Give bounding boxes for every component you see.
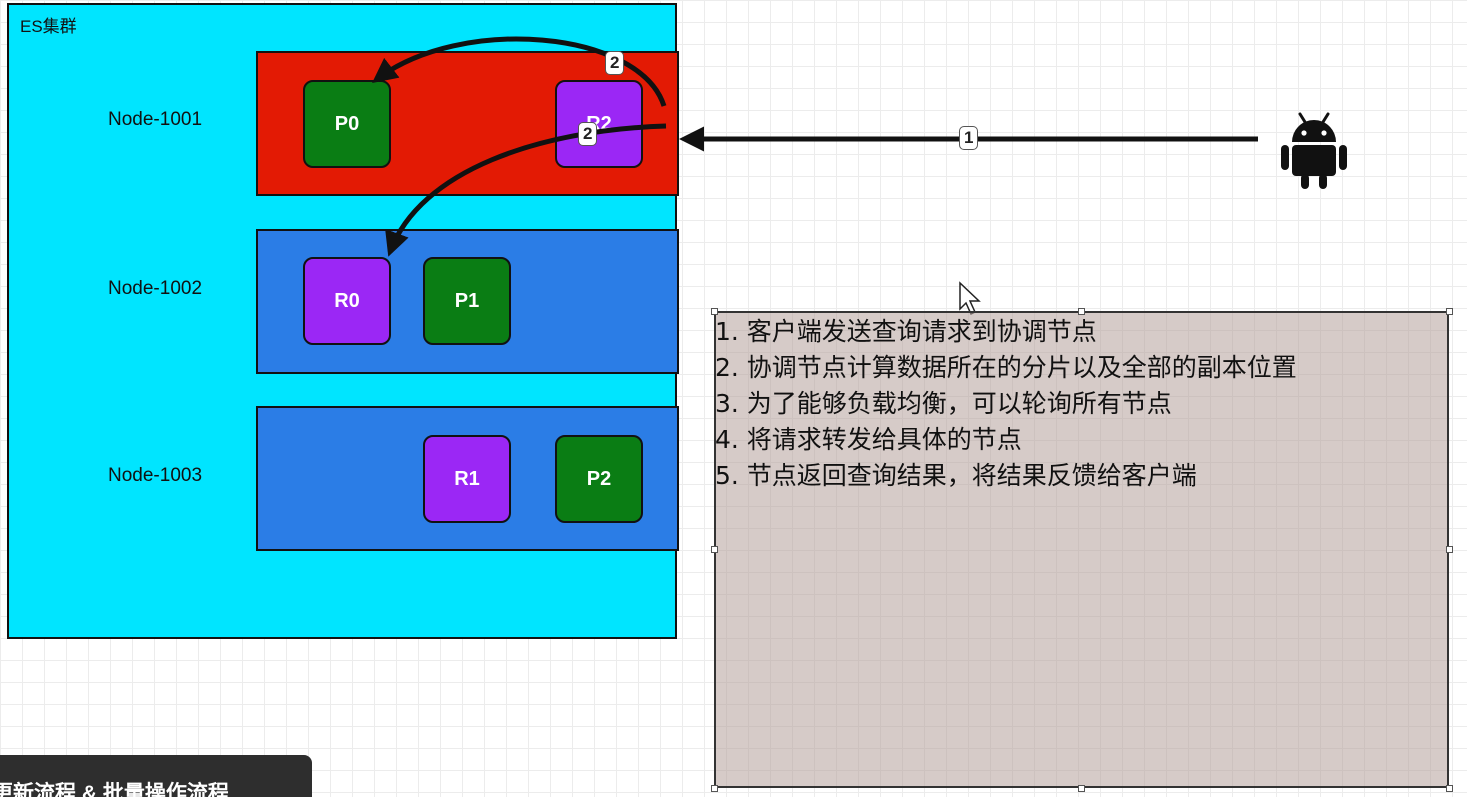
- resize-handle-top-right[interactable]: [1446, 308, 1453, 315]
- step-1: 1. 客户端发送查询请求到协调节点: [715, 317, 1097, 346]
- resize-handle-top[interactable]: [1078, 308, 1085, 315]
- arrow-forward-p0: [372, 36, 667, 107]
- resize-handle-bottom[interactable]: [1078, 785, 1085, 792]
- bottom-chapter-tab[interactable]: 更新流程 & 批量操作流程: [0, 755, 312, 797]
- shard-r2[interactable]: R2: [555, 80, 643, 168]
- shard-r1[interactable]: R1: [423, 435, 511, 523]
- node-label-1001: Node-1001: [108, 109, 203, 130]
- arrow-label-1: 1: [959, 126, 979, 150]
- shard-p1[interactable]: P1: [423, 257, 511, 345]
- resize-handle-top-left[interactable]: [711, 308, 718, 315]
- resize-handle-right[interactable]: [1446, 546, 1453, 553]
- shard-r0[interactable]: R0: [303, 257, 391, 345]
- step-3: 3. 为了能够负载均衡，可以轮询所有节点: [715, 389, 1172, 418]
- step-5: 5. 节点返回查询结果，将结果反馈给客户端: [715, 461, 1197, 490]
- arrow-forward-r0: [385, 123, 667, 257]
- cluster-label: ES集群: [20, 17, 77, 36]
- resize-handle-bottom-right[interactable]: [1446, 785, 1453, 792]
- step-4: 4. 将请求转发给具体的节点: [715, 425, 1022, 454]
- bottom-chapter-title: 更新流程 & 批量操作流程: [0, 782, 229, 797]
- arrow-label-2b: 2: [578, 122, 598, 146]
- step-2: 2. 协调节点计算数据所在的分片以及全部的副本位置: [715, 353, 1297, 382]
- node-label-1003: Node-1003: [108, 465, 203, 486]
- shard-p2[interactable]: P2: [555, 435, 643, 523]
- android-icon[interactable]: [1278, 108, 1350, 192]
- query-steps-list: 1. 客户端发送查询请求到协调节点 2. 协调节点计算数据所在的分片以及全部的副…: [715, 314, 1297, 494]
- node-label-1002: Node-1002: [108, 278, 203, 299]
- resize-handle-bottom-left[interactable]: [711, 785, 718, 792]
- arrow-label-2a: 2: [605, 51, 625, 75]
- shard-p0[interactable]: P0: [303, 80, 391, 168]
- resize-handle-left[interactable]: [711, 546, 718, 553]
